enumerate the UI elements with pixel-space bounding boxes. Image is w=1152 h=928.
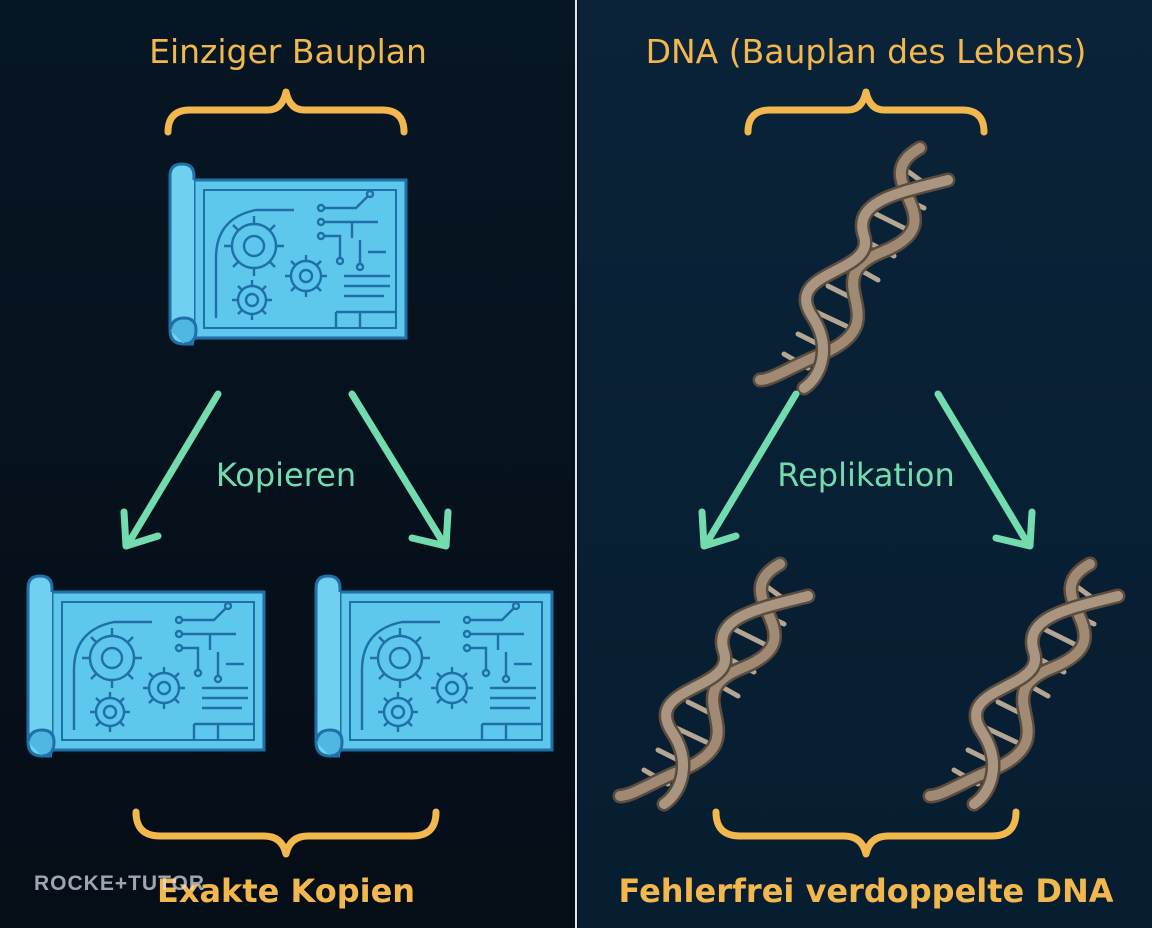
top-brace-left-icon [168, 92, 404, 132]
copy-dna-helix-2-icon [930, 564, 1118, 804]
right-process-label: Replikation [777, 456, 955, 494]
left-caption: Exakte Kopien [156, 872, 416, 910]
copy-blueprint-1-icon [26, 574, 266, 758]
arrow-left-down-icon [120, 390, 222, 550]
arrow-right-down-icon [348, 390, 452, 550]
copy-blueprint-2-icon [314, 574, 554, 758]
bottom-brace-left-icon [136, 812, 436, 854]
source-blueprint-icon [168, 162, 408, 346]
bottom-brace-right-icon [716, 812, 1016, 854]
arrow-right-panel-left-icon [698, 390, 800, 550]
right-caption: Fehlerfrei verdoppelte DNA [618, 872, 1114, 910]
left-title: Einziger Bauplan [149, 32, 427, 71]
left-process-label: Kopieren [215, 456, 357, 494]
watermark-logo: ROCKE+TUTOR [34, 872, 206, 895]
copy-dna-helix-1-icon [620, 564, 808, 804]
arrow-right-panel-right-icon [934, 390, 1036, 550]
right-title: DNA (Bauplan des Lebens) [645, 32, 1087, 71]
top-brace-right-icon [748, 92, 984, 132]
source-dna-helix-icon [760, 148, 948, 388]
left-panel-blueprint [0, 0, 576, 928]
panel-divider [575, 0, 577, 928]
